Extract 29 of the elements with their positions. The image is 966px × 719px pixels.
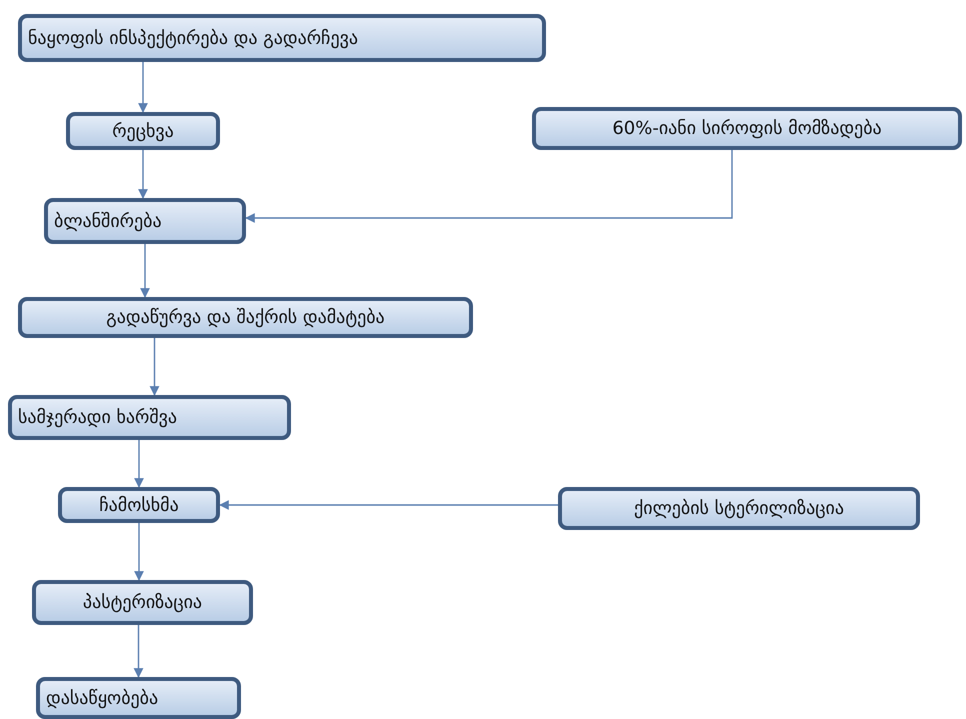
step-label: ქილების სტერილიზაცია — [634, 498, 844, 519]
step-label: გადაწურვა და შაქრის დამატება — [106, 307, 385, 328]
process-box — [18, 14, 546, 62]
process-box — [44, 198, 246, 244]
process-box — [558, 487, 920, 530]
step-label: ბლანშირება — [54, 210, 162, 232]
process-box — [8, 395, 291, 440]
step-label: სამჯერადი ხარშვა — [18, 407, 178, 428]
process-box — [36, 677, 241, 719]
arrow — [150, 338, 160, 396]
arrow — [138, 62, 148, 113]
step-label: ჩამოსხმა — [99, 494, 179, 516]
arrow — [134, 625, 144, 678]
arrow — [140, 244, 150, 298]
step-label: რეცხვა — [112, 120, 174, 142]
arrow — [134, 523, 144, 581]
step-label: ნაყოფის ინსპექტირება და გადარჩევა — [28, 28, 358, 48]
arrow — [138, 150, 148, 199]
arrow — [245, 150, 733, 223]
process-box — [66, 112, 220, 150]
process-box — [58, 487, 220, 523]
step-label: დასაწყობება — [46, 688, 158, 708]
step-label: 60%-იანი სიროფის მომზადება — [612, 118, 882, 139]
step-label: პასტერიზაცია — [82, 592, 202, 613]
arrow — [219, 500, 558, 510]
process-box — [532, 107, 962, 150]
arrow — [134, 440, 144, 488]
process-box — [18, 297, 473, 338]
process-box — [32, 580, 253, 625]
